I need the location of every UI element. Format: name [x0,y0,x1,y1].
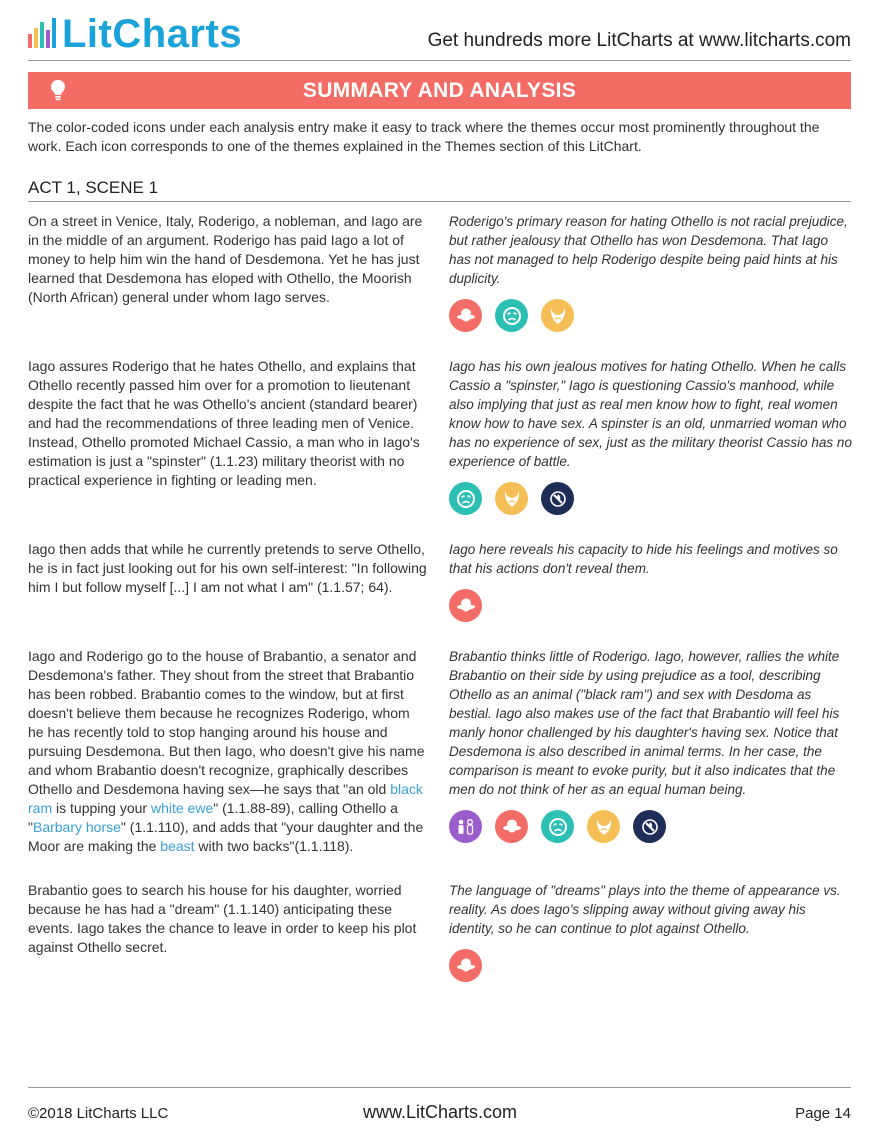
lightbulb-icon [50,79,66,107]
sexuality-theme-icon[interactable] [495,482,528,515]
summary-paragraph: Iago assures Roderigo that he hates Othe… [28,358,420,488]
analysis-block: Roderigo's primary reason for hating Oth… [449,212,853,332]
military-theme-icon[interactable] [541,482,574,515]
theme-icons [449,482,853,515]
quote-link[interactable]: black ram [28,781,423,816]
analysis-paragraph: Iago has his own jealous motives for hat… [449,359,852,469]
footer-page-number: Page 14 [795,1105,851,1122]
prejudice-theme-icon[interactable] [449,810,482,843]
summary-paragraph: On a street in Venice, Italy, Roderigo, … [28,213,423,305]
summary-paragraph: Iago then adds that while he currently p… [28,541,427,595]
section-banner: SUMMARY AND ANALYSIS [28,72,851,109]
sexuality-theme-icon[interactable] [541,299,574,332]
theme-icons [449,589,853,622]
theme-icons [449,949,853,982]
deception-theme-icon[interactable] [449,589,482,622]
summary-paragraph: Brabantio goes to search his house for h… [28,882,417,955]
analysis-block: Iago here reveals his capacity to hide h… [449,540,853,622]
analysis-paragraph: The language of "dreams" plays into the … [449,883,841,936]
analysis-paragraph: Iago here reveals his capacity to hide h… [449,542,838,576]
banner-title: SUMMARY AND ANALYSIS [302,79,577,102]
section-title: ACT 1, SCENE 1 [28,178,851,202]
page-header: LitCharts Get hundreds more LitCharts at… [28,10,851,61]
intro-paragraph: The color-coded icons under each analysi… [28,119,820,154]
analysis-paragraph: Brabantio thinks little of Roderigo. Iag… [449,649,840,797]
analysis-block: The language of "dreams" plays into the … [449,881,853,982]
theme-icons [449,299,853,332]
analysis-paragraph: Roderigo's primary reason for hating Oth… [449,214,848,286]
analysis-block: Iago has his own jealous motives for hat… [449,357,853,515]
footer-divider [28,1087,851,1088]
quote-link[interactable]: Barbary horse [32,819,121,835]
jealousy-theme-icon[interactable] [495,299,528,332]
jealousy-theme-icon[interactable] [449,482,482,515]
theme-icons [449,810,853,843]
summary-paragraph: Iago and Roderigo go to the house of Bra… [28,648,425,854]
logo-text: LitCharts [62,12,243,56]
military-theme-icon[interactable] [633,810,666,843]
header-tagline[interactable]: Get hundreds more LitCharts at www.litch… [427,30,851,51]
litcharts-logo[interactable]: LitCharts [28,12,242,56]
sexuality-theme-icon[interactable] [587,810,620,843]
deception-theme-icon[interactable] [495,810,528,843]
deception-theme-icon[interactable] [449,949,482,982]
quote-link[interactable]: beast [160,838,195,854]
jealousy-theme-icon[interactable] [541,810,574,843]
analysis-block: Brabantio thinks little of Roderigo. Iag… [449,647,853,843]
deception-theme-icon[interactable] [449,299,482,332]
logo-bars-icon [28,18,56,48]
quote-link[interactable]: white ewe [150,800,214,816]
footer-copyright: ©2018 LitCharts LLC [28,1105,169,1122]
footer-site-link[interactable]: www.LitCharts.com [362,1102,518,1122]
